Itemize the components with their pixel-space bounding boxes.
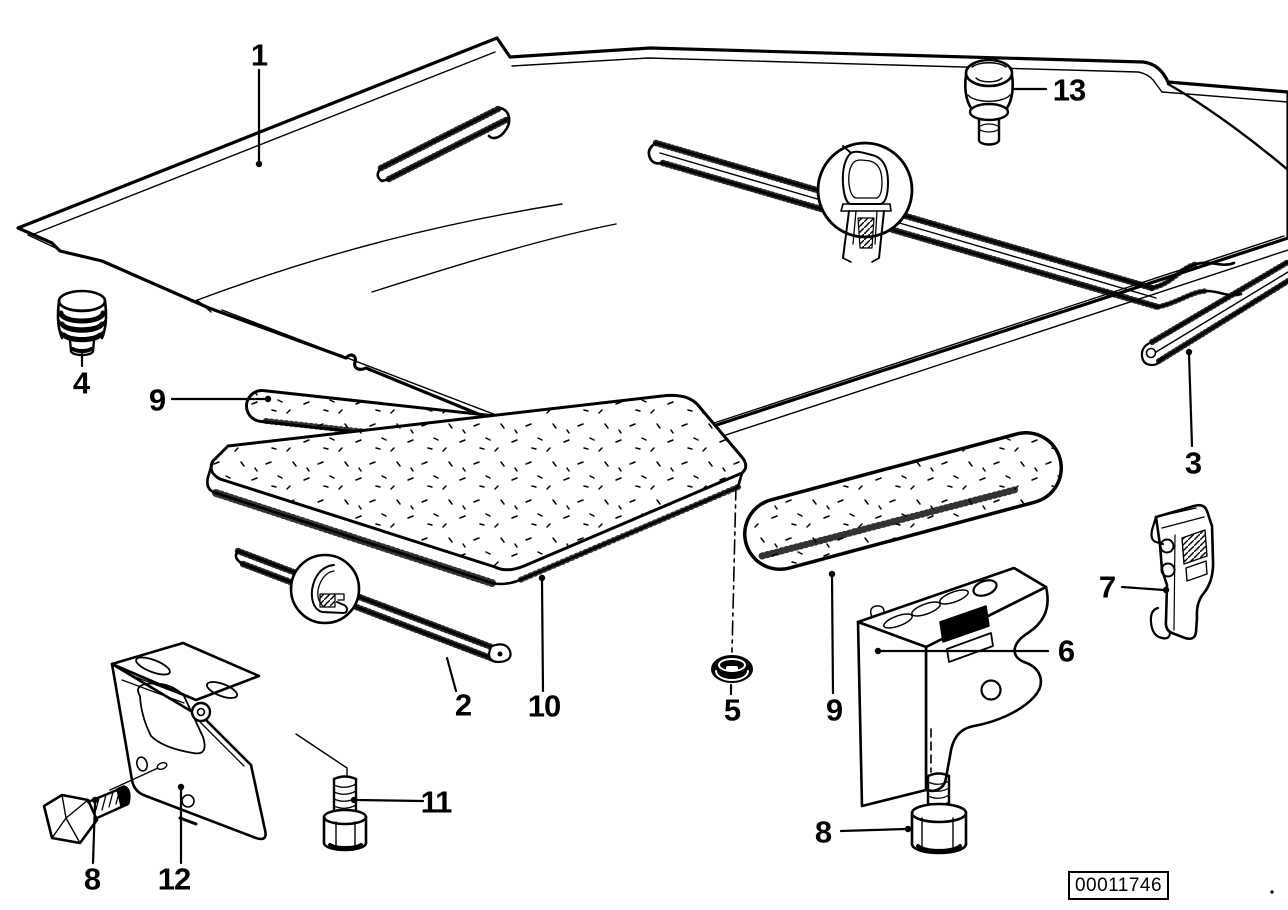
grommet-5 (711, 485, 753, 683)
hood-surface-crease (371, 223, 617, 293)
sealing-strip-3 (1140, 259, 1288, 367)
leader-lines (80, 68, 1274, 894)
callout-9-right: 9 (825, 692, 843, 728)
bolt-8-right (910, 772, 968, 855)
callout-8-left: 8 (83, 861, 101, 897)
hinge-bracket-12 (110, 641, 267, 841)
bolt-8-left (42, 762, 168, 845)
hood-panel (16, 36, 1288, 459)
hood-surface-crease (191, 203, 563, 303)
callout-1: 1 (250, 37, 268, 73)
insulation-pad-10 (206, 393, 748, 587)
callout-7: 7 (1098, 569, 1116, 605)
callout-6: 6 (1057, 633, 1075, 669)
buffer-13 (963, 58, 1015, 146)
callout-2: 2 (454, 687, 472, 723)
drawing-number: 00011746 (1074, 874, 1163, 896)
callout-8-right: 8 (814, 814, 832, 850)
detail-circle-seal-profile (816, 141, 914, 263)
lock-bracket-6 (856, 566, 1049, 808)
detail-circle-rod-profile (289, 553, 361, 625)
seal-rod-2 (234, 547, 512, 664)
insulation-pad-9-right (743, 431, 1063, 571)
callout-12: 12 (157, 861, 191, 897)
callout-13: 13 (1052, 72, 1086, 108)
callout-4: 4 (72, 365, 90, 401)
striker-bracket-7 (1149, 503, 1215, 641)
callout-11: 11 (420, 784, 453, 820)
bolt-11 (295, 733, 368, 852)
hood-seal-rail-left (376, 104, 512, 183)
callout-9-left: 9 (148, 382, 166, 418)
callout-10: 10 (527, 688, 561, 724)
callout-5: 5 (723, 692, 741, 728)
callout-3: 3 (1184, 445, 1202, 481)
plug-4 (56, 289, 108, 357)
drawing-number-box: 00011746 (1068, 871, 1169, 900)
